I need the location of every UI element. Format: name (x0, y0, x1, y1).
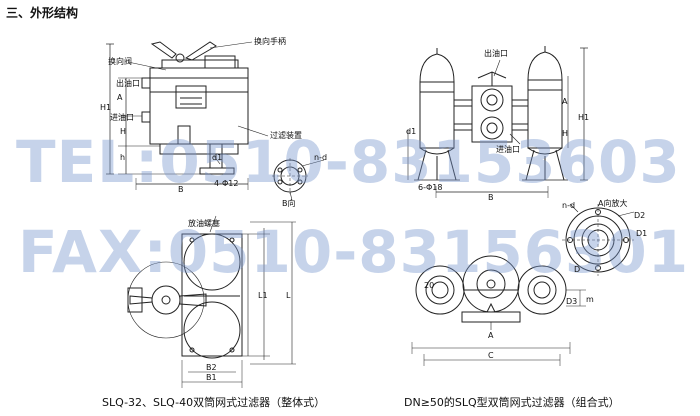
label-b1: B1 (206, 373, 217, 382)
caption-right: DN≥50的SLQ型双筒网式过滤器（组合式） (404, 396, 620, 409)
valve-block (175, 85, 207, 109)
label-drain-plug: 放油螺塞 (188, 218, 220, 228)
left-bottom-top-view (127, 215, 296, 388)
label-filter-device: 过滤装置 (270, 130, 302, 140)
watermark-fax: FAX:0510-83156301 (18, 218, 690, 286)
caption-left: SLQ-32、SLQ-40双筒网式过滤器（整体式） (102, 396, 326, 409)
upper-bowl (183, 233, 241, 291)
label-view-a: A向放大 (598, 198, 627, 208)
label-outlet-left: 出油口 (116, 78, 140, 88)
outlet-port (141, 77, 151, 89)
label-h-left: H (120, 127, 126, 136)
label-h-right: H (562, 129, 568, 138)
label-a-left: A (117, 93, 123, 102)
label-nd-left: n-d (314, 153, 327, 162)
label-d1-left: d1 (212, 153, 222, 162)
label-a-right: A (562, 97, 568, 106)
label-d3: D3 (566, 297, 577, 306)
label-bolt-holes-right: 6-Φ18 (418, 183, 442, 192)
right-cylinder (527, 79, 563, 149)
label-m: m (586, 295, 594, 304)
label-20: 20 (424, 281, 434, 290)
label-inlet-right: 进油口 (496, 144, 520, 154)
label-outlet-right: 出油口 (484, 48, 508, 58)
lower-bowl (183, 301, 241, 359)
label-a-arrow: A (488, 331, 494, 340)
label-nd-right: n-d (562, 201, 575, 210)
left-top-side-view (106, 41, 325, 201)
label-handle: 换向手柄 (254, 36, 286, 46)
label-c: C (488, 351, 494, 360)
label-d2: D2 (634, 211, 645, 220)
left-cylinder (419, 81, 455, 149)
label-l: L (286, 291, 291, 300)
watermark-tel: TEL:0510-83153603 (16, 128, 681, 196)
label-small-h: h (120, 153, 125, 162)
left-cylinder-dome (419, 53, 455, 83)
label-inlet-left: 进油口 (110, 112, 134, 122)
label-h1-right: H1 (578, 113, 589, 122)
label-valve: 换向阀 (108, 56, 132, 66)
label-bolt-holes-left: 4-Φ12 (214, 179, 238, 188)
label-h1-left: H1 (100, 103, 111, 112)
section-heading: 三、外形结构 (6, 6, 79, 20)
arrow-a-icon (486, 302, 496, 313)
right-cylinder-dome (527, 51, 563, 81)
label-d: D (574, 265, 580, 274)
right-top-front-view (407, 46, 588, 198)
label-l1: L1 (258, 291, 268, 300)
handle-left-icon (150, 41, 177, 59)
label-view-b: B向 (282, 198, 296, 208)
label-b-right: B (488, 193, 494, 202)
inlet-port (141, 111, 151, 123)
label-b-left: B (178, 185, 184, 194)
label-d1-right: d1 (406, 127, 416, 136)
label-b2: B2 (206, 363, 217, 372)
label-d1-flange: D1 (636, 229, 647, 238)
base-plate (199, 167, 235, 175)
right-bottom-top-view (411, 203, 635, 366)
